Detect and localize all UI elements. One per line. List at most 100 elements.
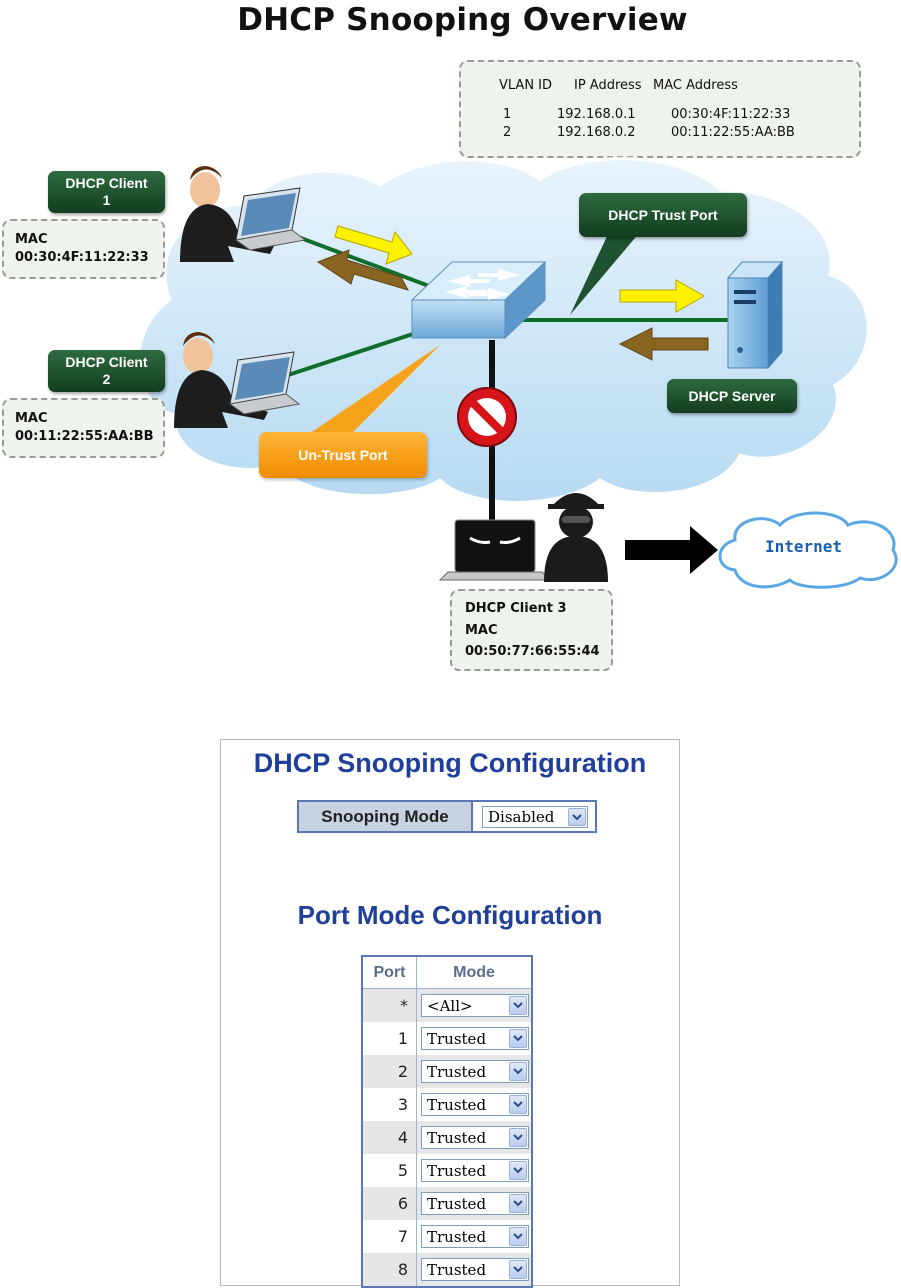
trust-port-pointer bbox=[570, 230, 640, 315]
port-mode-select[interactable]: <All> bbox=[421, 994, 529, 1017]
port-number: 3 bbox=[363, 1088, 417, 1121]
dhcp-snooping-config-panel: DHCP Snooping Configuration Snooping Mod… bbox=[220, 739, 680, 1288]
mode-column-header: Mode bbox=[453, 963, 495, 981]
port-mode-title: Port Mode Configuration bbox=[297, 900, 603, 930]
binding-vlan: 1 bbox=[503, 107, 512, 122]
dhcp-server-tag: DHCP Server bbox=[667, 379, 797, 413]
port-mode-select[interactable]: Trusted bbox=[421, 1060, 529, 1083]
reply-arrow-icon bbox=[618, 327, 709, 361]
blocked-icon bbox=[457, 387, 517, 447]
port-mode-cell: Trusted bbox=[417, 1055, 531, 1088]
chevron-down-icon[interactable] bbox=[509, 1260, 527, 1279]
request-arrow-icon bbox=[619, 279, 706, 313]
port-mode-select[interactable]: Trusted bbox=[421, 1159, 529, 1182]
diagram-title: DHCP Snooping Overview bbox=[237, 2, 688, 38]
binding-ip: 192.168.0.1 bbox=[557, 107, 636, 122]
client3-mac-value: 00:50:77:66:55:44 bbox=[465, 644, 600, 659]
port-mode-cell: Trusted bbox=[417, 1022, 531, 1055]
port-number: 5 bbox=[363, 1154, 417, 1187]
config-title: DHCP Snooping Configuration bbox=[253, 748, 647, 778]
port-mode-select[interactable]: Trusted bbox=[421, 1027, 529, 1050]
table-row: * <All> bbox=[363, 989, 531, 1022]
binding-table: VLAN ID IP Address MAC Address 1 192.168… bbox=[459, 60, 861, 158]
link-client1 bbox=[289, 232, 446, 294]
port-mode-value: Trusted bbox=[427, 1095, 487, 1114]
port-number: 1 bbox=[363, 1022, 417, 1055]
internet-cloud-icon bbox=[718, 511, 898, 589]
table-row: 5 Trusted bbox=[363, 1154, 531, 1187]
client3-mac-label: MAC bbox=[465, 623, 498, 638]
port-mode-value: Trusted bbox=[427, 1128, 487, 1147]
reply-arrow-icon bbox=[316, 249, 410, 291]
table-row: 8 Trusted bbox=[363, 1253, 531, 1286]
port-mode-select[interactable]: Trusted bbox=[421, 1192, 529, 1215]
client2-mac-label: MAC bbox=[15, 411, 48, 426]
client2-tag-line2: 2 bbox=[102, 371, 111, 387]
exfiltration-arrow-icon bbox=[625, 526, 718, 574]
port-mode-cell: Trusted bbox=[417, 1220, 531, 1253]
attacker-laptop-icon bbox=[438, 519, 552, 581]
port-mode-value: Trusted bbox=[427, 1161, 487, 1180]
port-column-header: Port bbox=[363, 957, 417, 988]
trust-port-tag: DHCP Trust Port bbox=[579, 193, 747, 237]
port-mode-cell: Trusted bbox=[417, 1253, 531, 1286]
port-mode-value: Trusted bbox=[427, 1029, 487, 1048]
binding-header-ip: IP Address bbox=[574, 78, 642, 93]
port-number: * bbox=[363, 989, 417, 1022]
dhcp-snooping-overview-diagram: DHCP Snooping Overview VLAN ID IP Addres… bbox=[2, 2, 898, 671]
port-mode-value: <All> bbox=[427, 996, 473, 1015]
binding-header-mac: MAC Address bbox=[653, 78, 738, 93]
chevron-down-icon[interactable] bbox=[509, 1029, 527, 1048]
hacker-icon bbox=[544, 493, 608, 582]
network-graphics bbox=[137, 157, 898, 589]
chevron-down-icon[interactable] bbox=[509, 1161, 527, 1180]
table-row: 1 Trusted bbox=[363, 1022, 531, 1055]
table-row: 4 Trusted bbox=[363, 1121, 531, 1154]
chevron-down-icon[interactable] bbox=[509, 1095, 527, 1114]
untrust-port-pointer bbox=[300, 345, 440, 440]
port-mode-select[interactable]: Trusted bbox=[421, 1225, 529, 1248]
table-row: 3 Trusted bbox=[363, 1088, 531, 1121]
port-mode-cell: Trusted bbox=[417, 1088, 531, 1121]
port-mode-value: Trusted bbox=[427, 1260, 487, 1279]
port-number: 8 bbox=[363, 1253, 417, 1286]
dhcp-server-icon bbox=[726, 260, 784, 370]
client3-info-box: DHCP Client 3 MAC 00:50:77:66:55:44 bbox=[450, 589, 613, 671]
chevron-down-icon[interactable] bbox=[509, 1128, 527, 1147]
port-mode-select[interactable]: Trusted bbox=[421, 1093, 529, 1116]
port-number: 2 bbox=[363, 1055, 417, 1088]
port-mode-value: Trusted bbox=[427, 1194, 487, 1213]
client2-user-icon bbox=[174, 332, 301, 428]
switch-icon bbox=[410, 260, 547, 340]
client2-tag-line1: DHCP Client bbox=[65, 354, 148, 370]
port-mode-cell: Trusted bbox=[417, 1121, 531, 1154]
snooping-mode-select[interactable]: Disabled bbox=[482, 806, 588, 828]
client3-name: DHCP Client 3 bbox=[465, 601, 567, 616]
client2-tag: DHCP Client 2 bbox=[48, 350, 165, 392]
port-mode-select[interactable]: Trusted bbox=[421, 1126, 529, 1149]
chevron-down-icon[interactable] bbox=[509, 1194, 527, 1213]
chevron-down-icon[interactable] bbox=[509, 1227, 527, 1246]
binding-mac: 00:30:4F:11:22:33 bbox=[671, 107, 791, 122]
client2-mac-value: 00:11:22:55:AA:BB bbox=[15, 429, 154, 444]
snooping-mode-row: Snooping Mode Disabled bbox=[297, 800, 597, 833]
port-number: 4 bbox=[363, 1121, 417, 1154]
chevron-down-icon[interactable] bbox=[509, 996, 527, 1015]
chevron-down-icon[interactable] bbox=[568, 808, 586, 826]
binding-mac: 00:11:22:55:AA:BB bbox=[671, 125, 795, 140]
table-row: 2 Trusted bbox=[363, 1055, 531, 1088]
client1-mac-box: MAC 00:30:4F:11:22:33 bbox=[2, 219, 165, 279]
request-arrow-icon bbox=[334, 225, 413, 265]
port-mode-value: Trusted bbox=[427, 1062, 487, 1081]
internet-label: Internet bbox=[765, 537, 843, 556]
port-number: 7 bbox=[363, 1220, 417, 1253]
port-mode-select[interactable]: Trusted bbox=[421, 1258, 529, 1281]
untrust-port-tag: Un-Trust Port bbox=[259, 432, 427, 478]
client1-mac-value: 00:30:4F:11:22:33 bbox=[15, 250, 149, 265]
chevron-down-icon[interactable] bbox=[509, 1062, 527, 1081]
binding-header-vlan: VLAN ID bbox=[499, 78, 553, 93]
client1-user-icon bbox=[180, 166, 307, 262]
